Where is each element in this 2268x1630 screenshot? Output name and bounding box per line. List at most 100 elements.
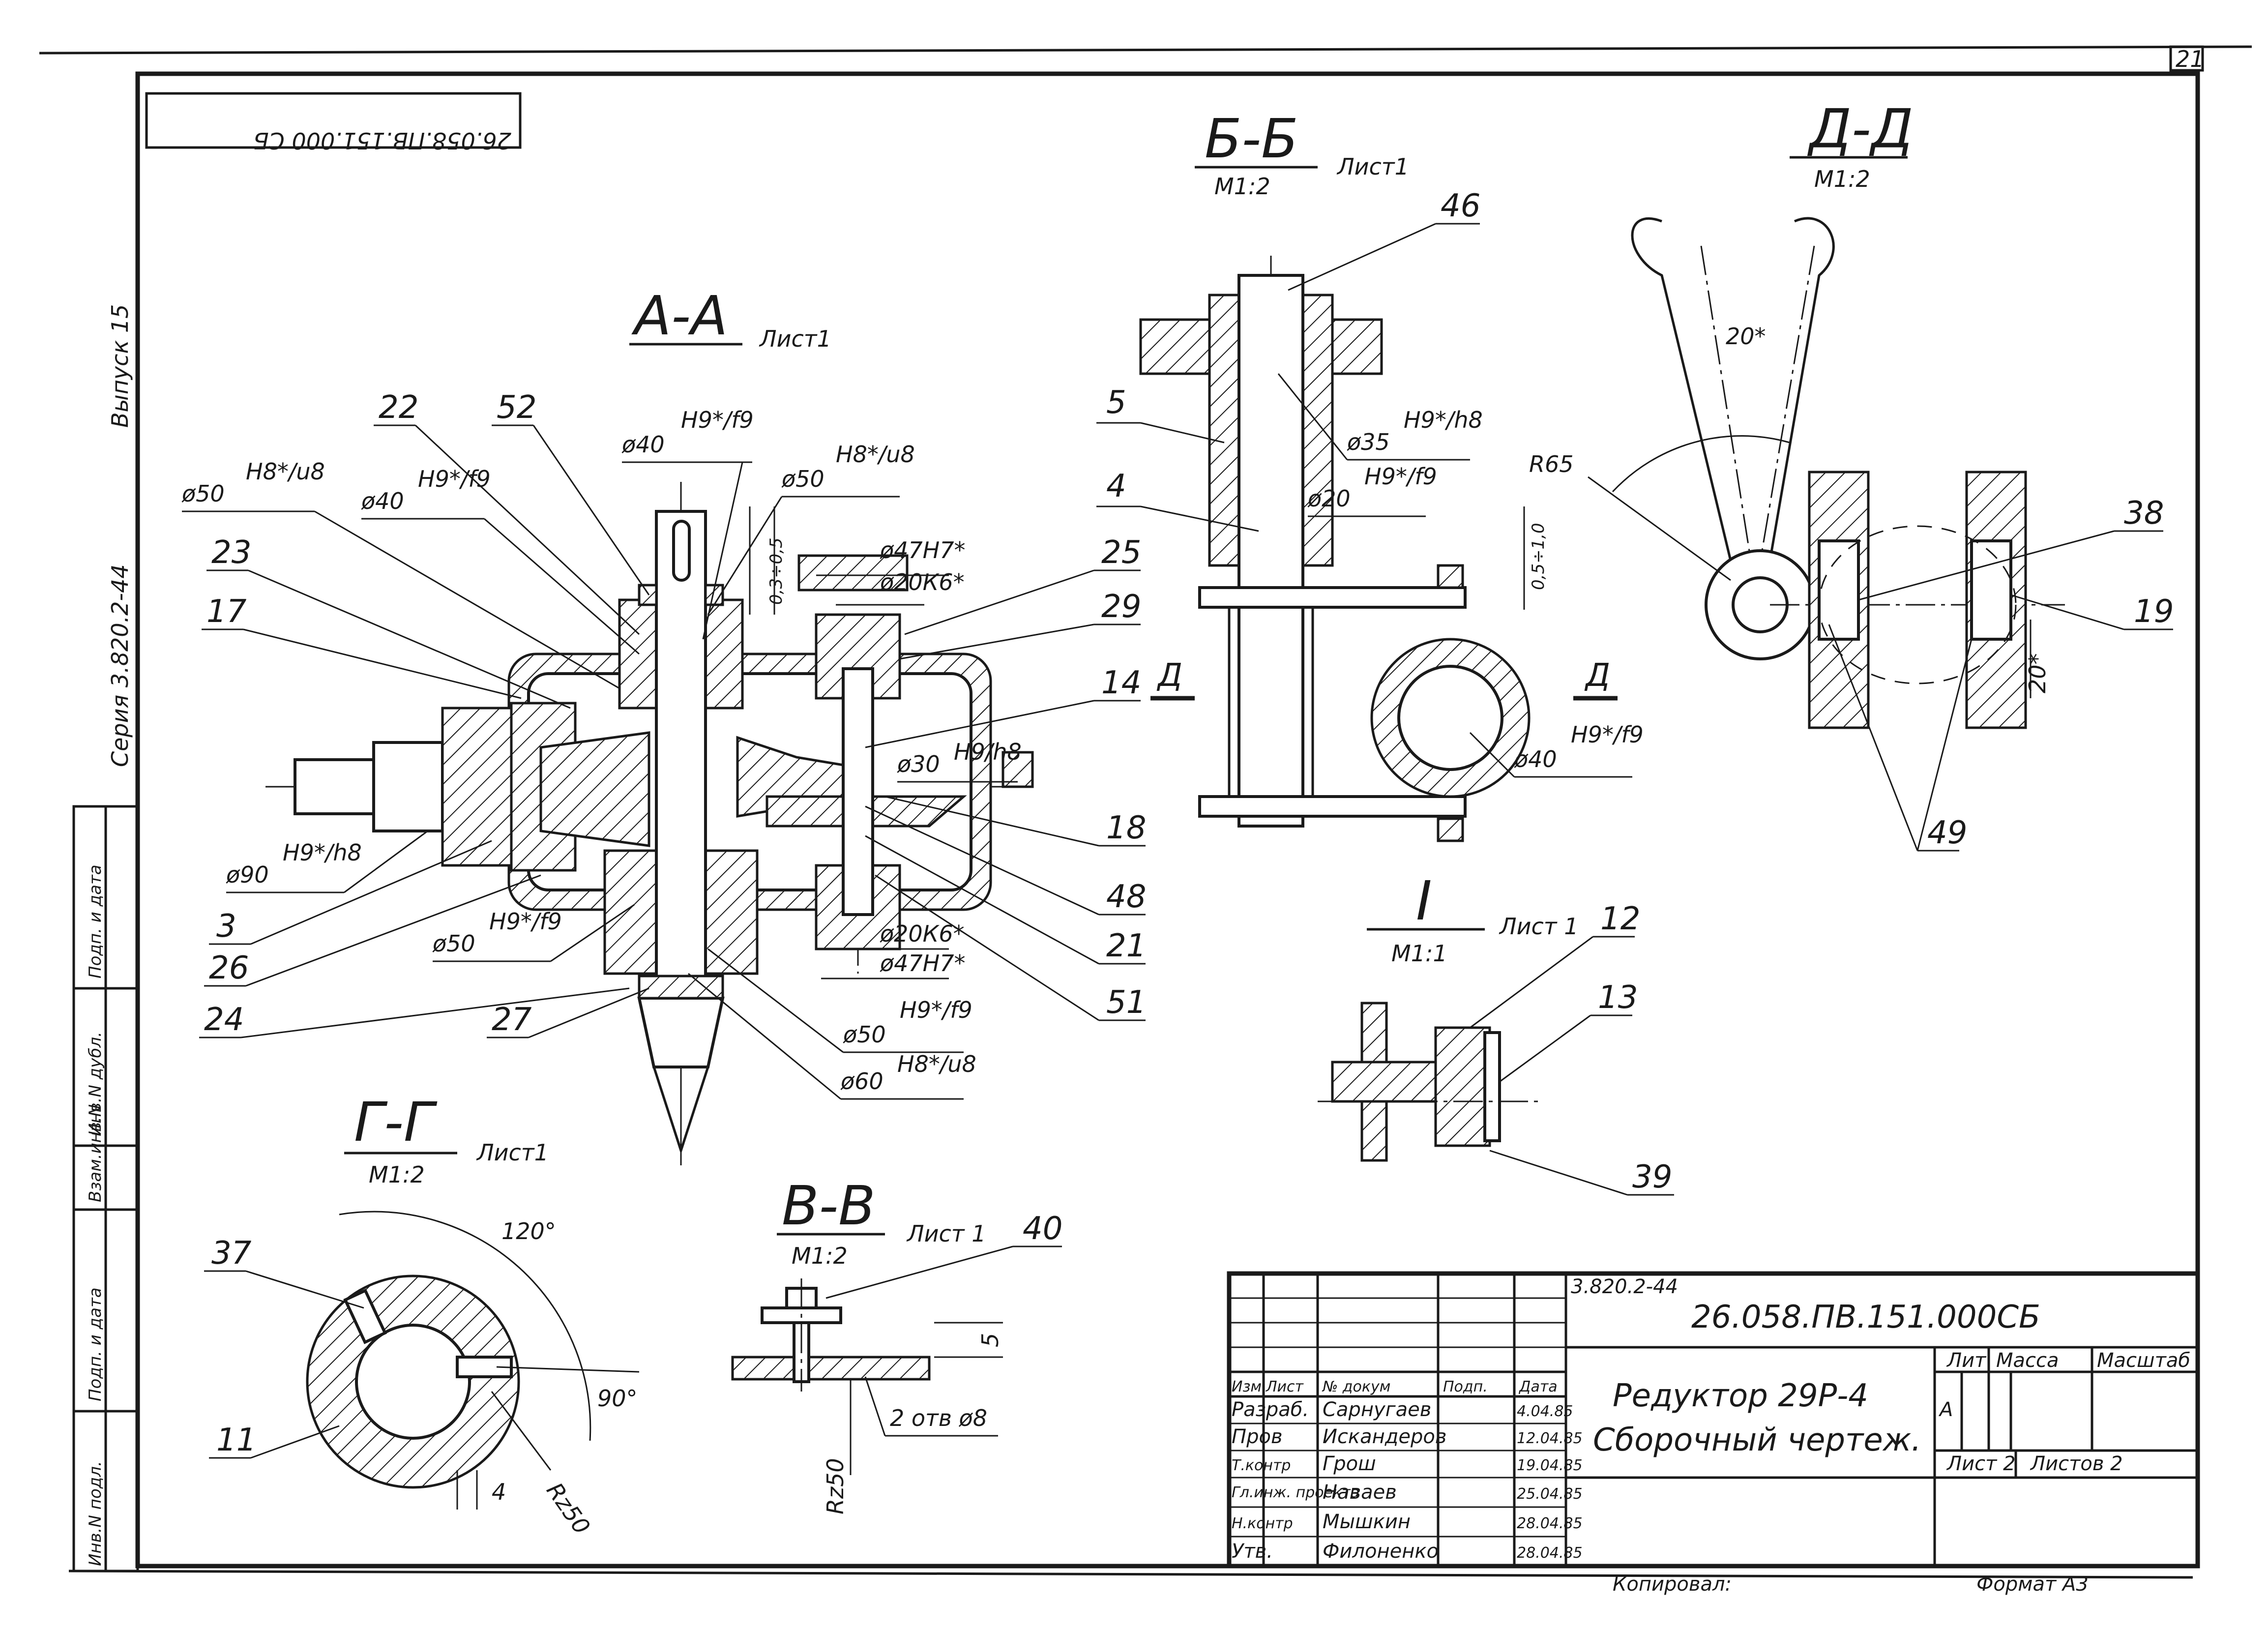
callout-29: 29 (1101, 589, 1141, 625)
dim-50-low: ø50 (843, 1021, 886, 1048)
dim-50-low-fit: H9*/f9 (900, 997, 972, 1023)
dim-90: ø90 (226, 861, 269, 888)
callout-52: 52 (497, 389, 536, 426)
view-a-a-title: А-А (631, 284, 728, 347)
view-g-g: Г-Г М1:2 Лист1 120° 90° Rz50 4 37 11 (204, 1091, 640, 1539)
callout-13: 13 (1598, 979, 1638, 1016)
angle-20-top: 20* (1726, 323, 1766, 350)
callout-39: 39 (1632, 1159, 1672, 1195)
left-strip: Выпуск 15 Серия 3.820.2-44 Подп. и дата … (72, 304, 139, 1572)
dim-90-fit: H9*/h8 (283, 839, 362, 866)
callout-27: 27 (492, 1002, 532, 1038)
view-d-d-title: Д-Д (1807, 97, 1914, 160)
tb-series-code: 3.820.2-44 (1571, 1275, 1678, 1298)
view-g-g-title: Г-Г (354, 1091, 438, 1154)
strip-field-2: Подп. и дата (86, 1287, 105, 1401)
callout-37: 37 (211, 1235, 252, 1272)
view-g-g-scale: М1:2 (369, 1161, 425, 1188)
dim-0-5: 0,5÷1,0 (1529, 523, 1548, 590)
tb-date-3: 19.04.85 (1517, 1457, 1583, 1474)
seriya-label: Серия 3.820.2-44 (107, 564, 133, 767)
dim-47-top: ø47H7* (880, 537, 966, 563)
tb-role-6: Утв. (1232, 1540, 1273, 1563)
callout-22: 22 (379, 389, 418, 426)
page-number: 21 (2176, 46, 2205, 72)
view-g-g-sheet: Лист1 (476, 1139, 549, 1166)
dim-50-bottom: ø50 (432, 930, 475, 957)
tb-date-2: 12.04.85 (1517, 1430, 1583, 1447)
tb-name-2: Искандеров (1323, 1425, 1446, 1448)
dim-40-bb-fit: H9*/f9 (1571, 721, 1644, 748)
stamp-text: 26.058.ПВ.151.000 СБ (253, 127, 511, 154)
tb-lit: Лит (1946, 1349, 1987, 1372)
rz50-vv: Rz50 (822, 1458, 849, 1514)
dim-50-right: ø50 (781, 466, 825, 492)
view-d-d-scale: М1:2 (1814, 166, 1870, 192)
callout-3: 3 (216, 908, 236, 945)
tb-role-4: Гл.инж. проекта (1232, 1484, 1359, 1501)
tb-name-5: Мышкин (1323, 1511, 1411, 1533)
dim-60-fit: H8*/u8 (897, 1051, 976, 1077)
tb-name-4: Наваев (1323, 1481, 1397, 1504)
callout-18: 18 (1106, 810, 1146, 846)
section-d-left: Д (1156, 657, 1182, 694)
callout-24: 24 (204, 1002, 244, 1038)
view-i-scale: М1:1 (1391, 940, 1447, 967)
dim-47-bottom: ø47H7* (880, 950, 966, 977)
view-b-b-sheet: Лист1 (1336, 153, 1409, 180)
tb-data: Дата (1518, 1378, 1558, 1395)
dim-60: ø60 (840, 1068, 884, 1095)
dim-50-left-fit: H8*/u8 (246, 458, 325, 485)
view-d-d: Д-Д М1:2 R65 20* 20* 38 19 49 (1529, 97, 2174, 852)
tb-podp: Подп. (1443, 1378, 1488, 1395)
tb-lit-value: А (1938, 1398, 1953, 1421)
callout-21: 21 (1106, 928, 1146, 964)
footer: Копировал: Формат А3 (1613, 1573, 2089, 1596)
dim-40-bb: ø40 (1514, 746, 1557, 772)
tb-role-2: Пров (1232, 1425, 1283, 1448)
view-v-v-title: В-В (782, 1174, 876, 1237)
callout-14: 14 (1101, 665, 1141, 701)
callout-17: 17 (206, 593, 247, 630)
footer-format: Формат А3 (1976, 1573, 2089, 1596)
angle-90: 90° (597, 1385, 638, 1412)
dim-20-bb-fit: H9*/f9 (1364, 463, 1437, 490)
view-a-a-sheet: Лист1 (759, 326, 831, 352)
tb-name-3: Грош (1323, 1452, 1376, 1475)
dim-50-left: ø50 (181, 480, 225, 507)
strip-field-1: Инв.N подл. (86, 1461, 105, 1566)
dim-40-a-fit: H9*/f9 (418, 466, 491, 492)
dim-20-bb: ø20 (1307, 485, 1351, 512)
tb-role-1: Разраб. (1232, 1398, 1309, 1421)
callout-12: 12 (1600, 901, 1640, 937)
callout-26: 26 (209, 950, 249, 986)
section-d-right: Д (1584, 657, 1610, 694)
callout-48: 48 (1106, 879, 1146, 915)
tb-massa: Масса (1996, 1349, 2059, 1372)
dim-50-right-fit: H8*/u8 (836, 441, 915, 468)
title-block: Изм Лист № докум Подп. Дата Разраб. Сарн… (1227, 1271, 2200, 1569)
view-i: I М1:1 Лист 1 12 13 39 (1318, 869, 1674, 1196)
tb-product-name: Редуктор 29Р-4 (1613, 1378, 1868, 1414)
tb-izm: Изм (1232, 1378, 1262, 1395)
callout-19: 19 (2134, 593, 2174, 630)
tb-masshtab: Масштаб (2097, 1349, 2190, 1372)
tb-role-5: Н.контр (1232, 1515, 1293, 1532)
tb-date-4: 25.04.85 (1517, 1485, 1583, 1503)
dim-40-top: ø40 (621, 431, 665, 458)
callout-4: 4 (1106, 468, 1126, 504)
tb-list: Лист (1266, 1378, 1304, 1395)
angle-20-side: 20* (2024, 653, 2051, 693)
tb-doc-type: Сборочный чертеж. (1593, 1422, 1921, 1458)
tb-sheets: Листов 2 (2030, 1452, 2123, 1475)
dim-30: ø30 (897, 751, 940, 777)
tb-doc-number: 26.058.ПВ.151.000СБ (1691, 1299, 2040, 1335)
dim-20-bottom: ø20К6* (880, 920, 965, 947)
holes: 2 отв ø8 (890, 1405, 987, 1431)
view-v-v: В-В М1:2 Лист 1 5 2 отв ø8 Rz50 40 (731, 1174, 1062, 1514)
view-i-sheet: Лист 1 (1499, 913, 1578, 940)
view-b-b-scale: М1:2 (1214, 173, 1270, 200)
view-a-a: А-А Лист1 (181, 284, 1146, 1165)
angle-120: 120° (501, 1218, 556, 1245)
tb-date-6: 28.04.85 (1517, 1544, 1583, 1562)
